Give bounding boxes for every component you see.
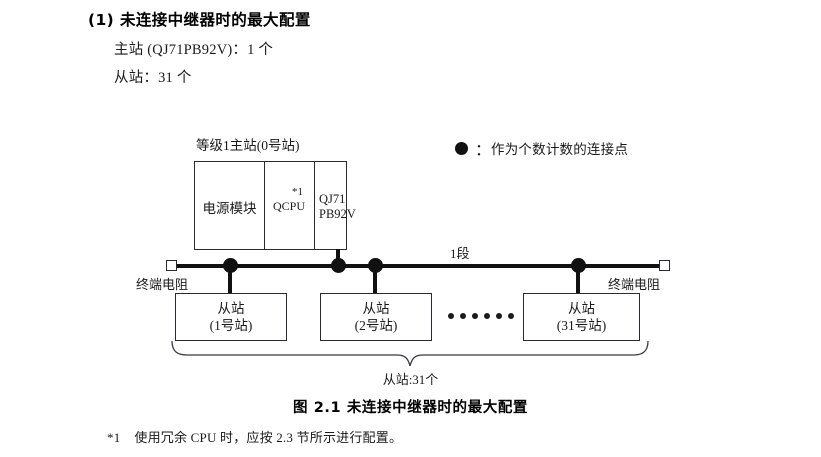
terminator-left-icon — [166, 260, 177, 271]
slave-station-title: 从站 — [217, 300, 245, 316]
figure-caption: 图 2.1 未连接中继器时的最大配置 — [292, 400, 529, 416]
ellipsis-dot — [460, 313, 466, 319]
spec-master-count: 主站 (QJ71PB92V)：1 个 — [114, 42, 274, 58]
slave-station-box: 从站 (31号站) — [523, 293, 640, 341]
terminator-right-label: 终端电阻 — [608, 277, 661, 292]
legend-separator: ： — [475, 142, 492, 159]
slave-station-title: 从站 — [568, 300, 595, 316]
ellipsis-dot — [472, 313, 478, 319]
segment-label: 1段 — [450, 246, 470, 261]
ellipsis-dot — [448, 313, 454, 319]
slave-group-label: 从站:31个 — [382, 372, 439, 387]
slave-station-title: 从站 — [362, 300, 390, 316]
filled-circle-icon — [455, 141, 468, 155]
profibus-module-line1: QJ71 — [319, 192, 346, 207]
footnote: *1 使用冗余 CPU 时，应按 2.3 节所示进行配置。 — [107, 427, 402, 446]
legend-label: 作为个数计数的连接点 — [491, 142, 629, 157]
slave-station-number: (2号站) — [354, 318, 398, 333]
slave-station-box: 从站 (2号站) — [320, 293, 432, 341]
power-supply-slot-label: 电源模块 — [202, 200, 257, 216]
terminator-right-icon — [659, 260, 670, 271]
ellipsis-dot — [484, 313, 490, 319]
profibus-module-line2: PB92V — [319, 206, 356, 221]
slave-station-box: 从站 (1号站) — [175, 293, 287, 341]
spec-slave-count: 从站：31 个 — [114, 70, 192, 86]
slave-group-brace — [165, 340, 655, 367]
slave-drop-link — [228, 265, 232, 294]
bus-line — [172, 264, 666, 268]
slave-drop-link — [373, 265, 377, 294]
footnote-mark: *1 — [107, 430, 121, 445]
bus-node — [330, 258, 346, 273]
slave-station-number: (1号站) — [209, 318, 253, 333]
heading-section: (1) 未连接中继器时的最大配置 主站 (QJ71PB92V)：1 个 从站：3… — [88, 8, 708, 87]
slot-divider-1 — [264, 162, 265, 249]
legend: ： 作为个数计数的连接点 — [455, 136, 628, 160]
master-station-box: 电源模块 QCPU *1 QJ71 PB92V — [194, 161, 356, 251]
cpu-footnote-mark: *1 — [292, 186, 303, 198]
ellipsis-dots-icon — [448, 313, 514, 319]
footnote-text: 使用冗余 CPU 时，应按 2.3 节所示进行配置。 — [134, 430, 403, 445]
slave-drop-link — [576, 265, 580, 294]
terminator-left-label: 终端电阻 — [136, 277, 189, 292]
ellipsis-dot — [496, 313, 502, 319]
ellipsis-dot — [508, 313, 514, 319]
slave-station-number: (31号站) — [556, 318, 607, 333]
master-station-label: 等级1主站(0号站) — [196, 138, 300, 153]
profibus-module-slot-label: QJ71 PB92V — [314, 162, 356, 251]
slot-divider-2 — [314, 162, 315, 249]
page-title: (1) 未连接中继器时的最大配置 — [88, 11, 311, 29]
cpu-slot-label: QCPU — [272, 199, 305, 213]
